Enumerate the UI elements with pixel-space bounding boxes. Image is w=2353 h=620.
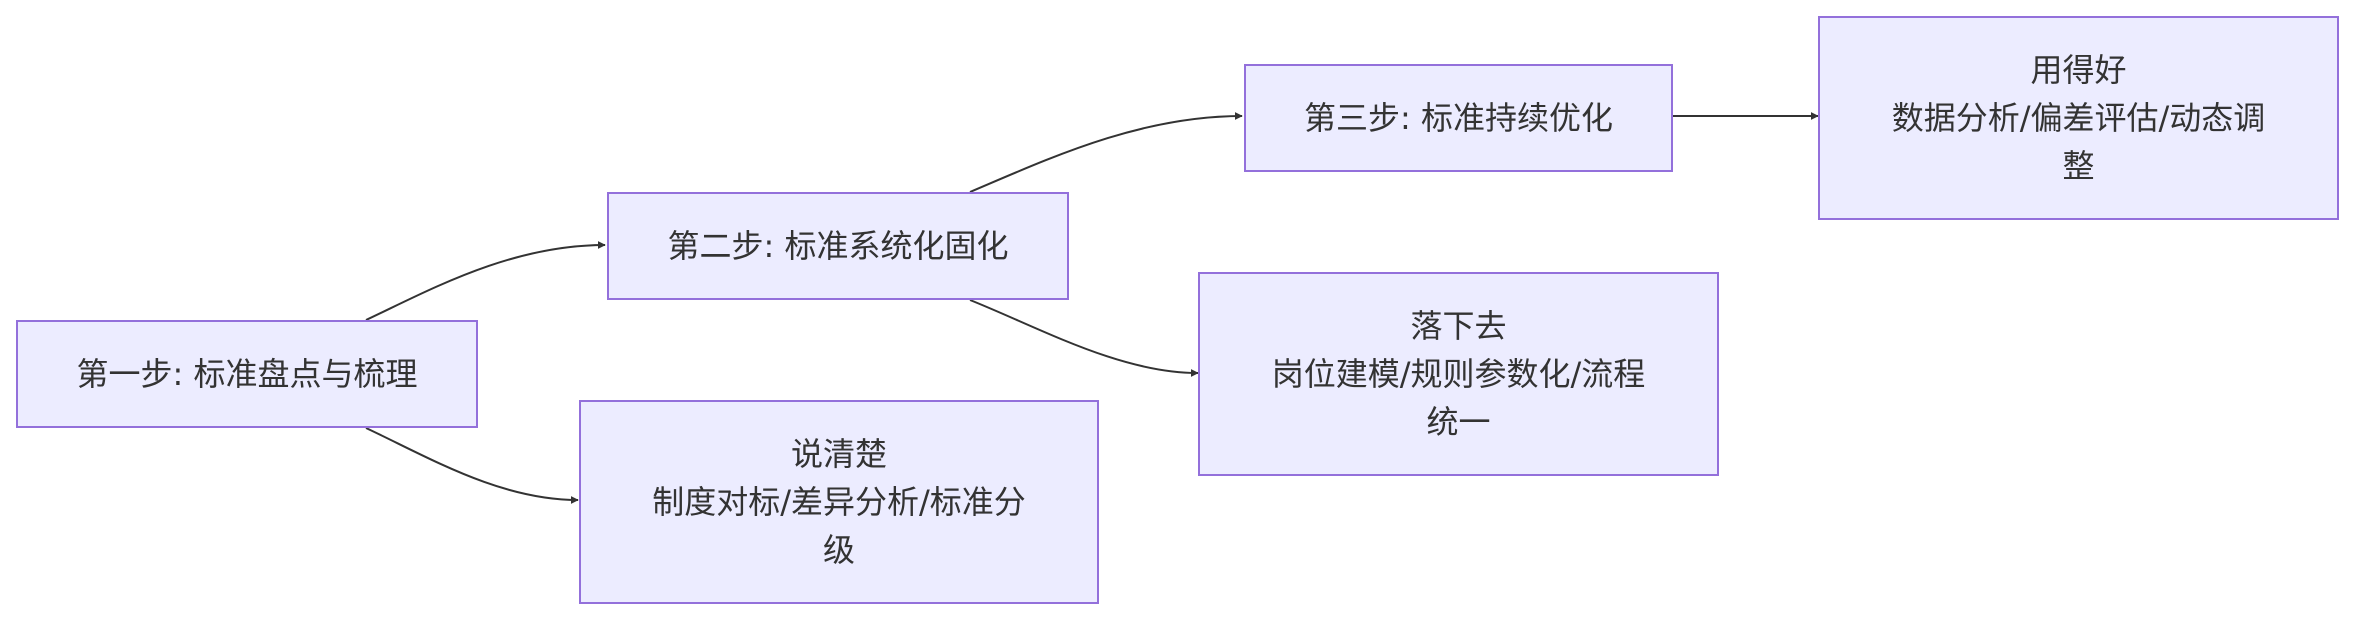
edge-step2-to-step3 bbox=[969, 112, 1243, 193]
node-explain-line2: 制度对标/差异分析/标准分 bbox=[652, 483, 1026, 521]
node-use-line2: 数据分析/偏差评估/动态调 bbox=[1891, 99, 2266, 137]
edge-step1-to-explain bbox=[365, 427, 579, 504]
node-step3-line1: 第三步: 标准持续优化 bbox=[1304, 99, 1613, 137]
node-step3: 第三步: 标准持续优化 bbox=[1244, 64, 1673, 172]
edge-step1-to-step2 bbox=[365, 241, 606, 321]
node-use: 用得好 数据分析/偏差评估/动态调 整 bbox=[1818, 16, 2339, 220]
node-step2: 第二步: 标准系统化固化 bbox=[607, 192, 1069, 300]
node-step1-line1: 第一步: 标准盘点与梳理 bbox=[76, 355, 418, 393]
node-explain-line1: 说清楚 bbox=[790, 435, 887, 473]
edge-step2-to-implement bbox=[969, 299, 1199, 377]
node-explain-line3: 级 bbox=[822, 531, 855, 569]
node-explain: 说清楚 制度对标/差异分析/标准分 级 bbox=[579, 400, 1099, 604]
node-implement: 落下去 岗位建模/规则参数化/流程 统一 bbox=[1198, 272, 1719, 476]
node-implement-line2: 岗位建模/规则参数化/流程 bbox=[1271, 355, 1646, 393]
node-use-line1: 用得好 bbox=[2030, 51, 2127, 89]
node-step1: 第一步: 标准盘点与梳理 bbox=[16, 320, 478, 428]
node-use-line3: 整 bbox=[2062, 147, 2095, 185]
node-implement-line1: 落下去 bbox=[1410, 307, 1507, 345]
node-step2-line1: 第二步: 标准系统化固化 bbox=[667, 227, 1009, 265]
node-implement-line3: 统一 bbox=[1426, 403, 1491, 441]
